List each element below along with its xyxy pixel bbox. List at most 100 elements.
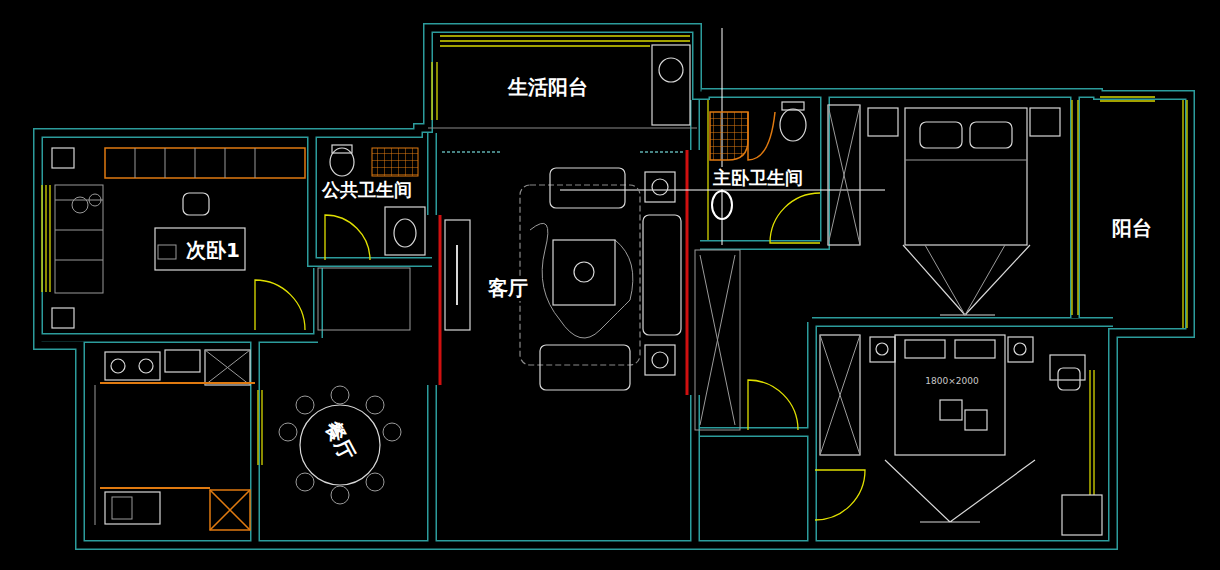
secondary-bedroom-furniture-part — [155, 228, 245, 270]
sliding-doors-part — [442, 151, 685, 152]
living-furniture-part — [540, 345, 630, 390]
kitchen-fixtures-part — [165, 350, 200, 372]
public-bath-fixtures-part — [372, 148, 418, 176]
windows-part — [258, 390, 262, 465]
sliding-doors-part — [439, 215, 442, 385]
second-bedroom-furniture-part — [965, 410, 987, 430]
public-bath-fixtures-part — [330, 148, 354, 176]
secondary-bedroom-furniture-part — [55, 185, 103, 293]
kitchen-fixtures-part — [105, 492, 160, 524]
living-furniture-part — [643, 215, 681, 335]
master-bedroom-furniture — [828, 105, 1060, 315]
doors-part — [770, 193, 820, 243]
living-furniture-part — [652, 352, 668, 368]
kitchen-fixtures-part — [100, 382, 255, 384]
dining-furniture-part — [279, 423, 297, 441]
secondary-bedroom-furniture-part — [52, 148, 74, 168]
doors-part — [255, 280, 305, 330]
dining-furniture-part — [366, 396, 384, 414]
secondary-bedroom-furniture-part — [72, 197, 88, 213]
kitchen-fixtures-part — [100, 487, 210, 489]
doors — [255, 193, 865, 520]
secondary-bedroom-furniture — [52, 148, 305, 328]
second-bedroom-furniture-part — [885, 460, 1035, 522]
walls-part — [38, 28, 1190, 545]
secondary-bedroom-furniture-part — [89, 194, 101, 206]
walls-part — [700, 255, 735, 425]
master-bedroom-furniture-part — [905, 108, 1027, 245]
dining-furniture — [279, 386, 401, 504]
dimension-label: 1800×2000 — [922, 375, 981, 387]
second-bedroom-furniture-part — [820, 335, 860, 455]
room-label: 客厅 — [485, 276, 531, 301]
kitchen-fixtures-part — [111, 359, 125, 373]
walls-part — [428, 128, 697, 129]
windows-part — [1072, 100, 1078, 315]
second-bedroom-furniture-part — [820, 335, 860, 455]
windows-part — [1183, 100, 1187, 328]
master-bath-fixtures-part — [782, 102, 804, 110]
master-bedroom-furniture-part — [970, 122, 1012, 148]
dining-furniture-part — [366, 473, 384, 491]
master-bath-fixtures-part — [748, 112, 775, 160]
room-label: 阳台 — [1109, 216, 1155, 241]
kitchen-fixtures-part — [210, 490, 250, 530]
living-furniture-part — [645, 345, 675, 375]
second-bedroom-furniture-part — [1008, 337, 1033, 362]
public-bath-fixtures-part — [318, 268, 410, 330]
second-bedroom-furniture-part — [1058, 368, 1080, 390]
public-bath-fixtures-part — [332, 145, 352, 153]
living-furniture-part — [456, 245, 458, 305]
second-bedroom-furniture-part — [1062, 495, 1102, 535]
secondary-bedroom-furniture-part — [105, 148, 305, 178]
room-label: 公共卫生间 — [319, 179, 415, 202]
second-bedroom-furniture-part — [955, 340, 995, 358]
kitchen-fixtures-part — [112, 497, 132, 519]
secondary-bedroom-furniture-part — [52, 308, 74, 328]
kitchen-fixtures-part — [139, 359, 153, 373]
kitchen-fixtures-part — [205, 350, 250, 385]
kitchen-fixtures-part — [205, 350, 250, 385]
doors-part — [748, 380, 798, 430]
kitchen-fixtures — [95, 350, 255, 530]
public-bath-fixtures — [318, 145, 425, 330]
windows-part — [432, 62, 437, 120]
living-furniture-part — [550, 168, 625, 208]
dining-furniture-part — [296, 396, 314, 414]
master-bedroom-furniture-part — [903, 245, 1030, 315]
doors-part — [815, 470, 865, 520]
second-bedroom-furniture-part — [1014, 343, 1026, 355]
secondary-bedroom-furniture-part — [158, 245, 176, 259]
living-furniture-part — [652, 179, 668, 195]
walls-part — [695, 250, 740, 430]
public-bath-fixtures-part — [394, 219, 416, 247]
guide-lines — [560, 28, 885, 245]
kitchen-fixtures-part — [95, 385, 96, 525]
doors-part — [325, 215, 370, 260]
service-balcony-fixtures — [652, 45, 690, 125]
room-label: 主卧卫生间 — [710, 167, 806, 190]
dining-furniture-part — [383, 423, 401, 441]
walls-part — [38, 28, 1190, 545]
living-furniture-part — [574, 262, 594, 282]
master-bedroom-furniture-part — [925, 245, 1005, 315]
living-furniture-part — [520, 185, 640, 365]
master-bath-fixtures-part — [780, 109, 806, 141]
windows-part — [1090, 370, 1094, 495]
master-bedroom-furniture-part — [828, 105, 860, 245]
room-label: 次卧1 — [183, 238, 243, 263]
master-bath-fixtures-part — [710, 112, 748, 160]
secondary-bedroom-furniture-part — [183, 193, 209, 215]
windows-part — [707, 100, 708, 240]
master-bedroom-furniture-part — [868, 108, 898, 136]
public-bath-fixtures-part — [385, 207, 425, 255]
living-furniture-part — [530, 223, 633, 338]
second-bedroom-furniture-part — [870, 337, 895, 362]
service-balcony-fixtures-part — [659, 58, 683, 82]
master-bath-fixtures-part — [712, 191, 732, 219]
windows-part — [1100, 97, 1155, 101]
sliding-doors — [440, 150, 687, 395]
